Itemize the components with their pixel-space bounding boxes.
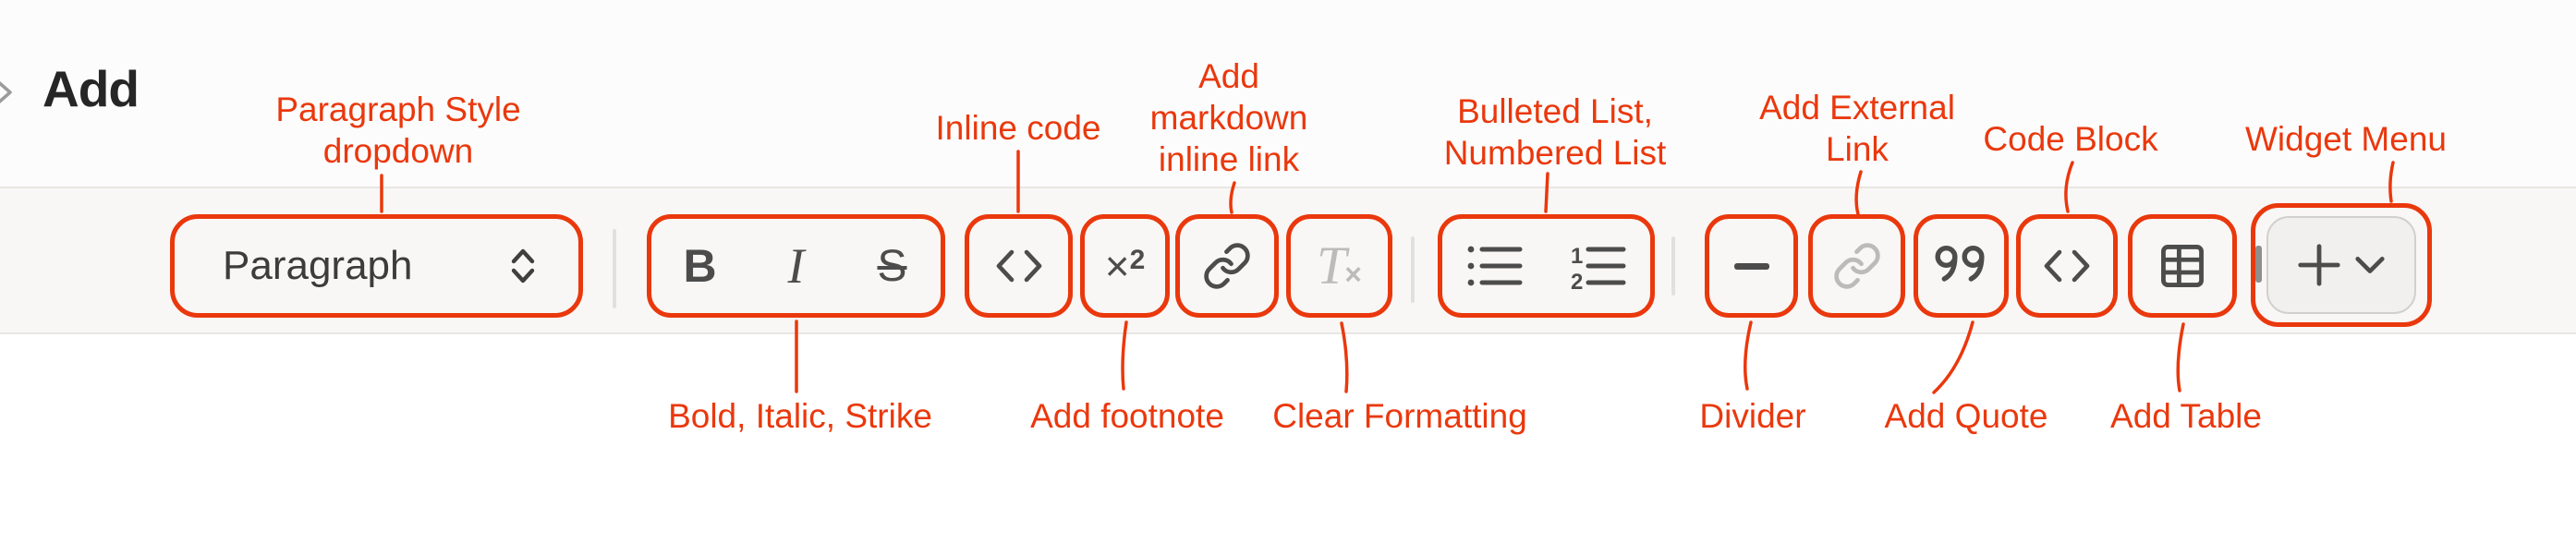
divider-button[interactable] (1709, 219, 1793, 313)
bulleted-list-button[interactable] (1443, 219, 1547, 313)
annotation-clear-formatting: Clear Formatting (1272, 397, 1527, 435)
annotation-divider: Divider (1699, 397, 1806, 435)
svg-text:1: 1 (1571, 244, 1583, 269)
annotation-code-block: Code Block (1983, 120, 2158, 158)
annotation-add-footnote: Add footnote (1030, 397, 1224, 435)
toolbar-separator (1671, 236, 1675, 296)
annotation-paragraph-style-dropdown: Paragraph Style dropdown (275, 90, 521, 170)
strikethrough-button[interactable]: S (844, 219, 941, 313)
bold-icon: B (683, 240, 717, 292)
table-highlight (2128, 214, 2237, 318)
numbered-list-icon: 1 2 (1571, 244, 1625, 289)
bold-italic-strike-highlight: B I S (647, 214, 945, 318)
numbered-list-button[interactable]: 1 2 (1547, 219, 1650, 313)
plus-icon (2298, 244, 2340, 286)
header-area (0, 0, 2576, 187)
add-footnote-button[interactable]: ×2 (1085, 219, 1165, 313)
toolbar-separator (1411, 236, 1415, 303)
annotation-add-quote: Add Quote (1884, 397, 2048, 435)
link-icon (1204, 243, 1250, 289)
code-brackets-icon (996, 249, 1041, 283)
collapse-chevron-icon[interactable] (0, 76, 16, 109)
add-table-button[interactable] (2132, 219, 2232, 313)
horizontal-rule-icon (1733, 262, 1769, 270)
divider-highlight (1705, 214, 1798, 318)
toolbar-drag-handle[interactable] (2255, 246, 2262, 283)
paragraph-style-value: Paragraph (223, 243, 413, 288)
clear-formatting-icon: T× (1317, 235, 1362, 296)
clear-formatting-button[interactable]: T× (1291, 219, 1388, 313)
annotation-add-external-link: Add External Link (1759, 89, 1955, 168)
lists-highlight: 1 2 (1438, 214, 1655, 318)
annotation-inline-code: Inline code (935, 109, 1101, 147)
blockquote-icon (1934, 245, 1985, 282)
bulleted-list-icon (1467, 246, 1522, 286)
annotation-widget-menu: Widget Menu (2245, 120, 2447, 158)
svg-text:2: 2 (1571, 270, 1583, 289)
chevron-down-icon (2355, 257, 2385, 273)
link-disabled-icon (1833, 243, 1880, 289)
inline-code-highlight (965, 214, 1073, 318)
clear-formatting-highlight: T× (1286, 214, 1392, 318)
superscript-icon: ×2 (1104, 242, 1146, 290)
bold-button[interactable]: B (652, 219, 748, 313)
annotation-bold-italic-strike: Bold, Italic, Strike (668, 397, 932, 435)
strikethrough-icon: S (877, 241, 907, 291)
code-block-button[interactable] (2021, 219, 2113, 313)
widget-menu-highlight (2251, 203, 2432, 327)
code-brackets-icon (2044, 249, 2090, 283)
footnote-highlight: ×2 (1080, 214, 1170, 318)
italic-button[interactable]: I (748, 219, 844, 313)
annotation-add-table: Add Table (2110, 397, 2262, 435)
paragraph-style-dropdown[interactable]: Paragraph (175, 219, 578, 313)
select-chevrons-icon (511, 248, 535, 284)
add-quote-button[interactable] (1918, 219, 2004, 313)
table-icon (2161, 245, 2204, 287)
code-block-highlight (2016, 214, 2118, 318)
inline-code-button[interactable] (969, 219, 1068, 313)
page-title: Add (43, 60, 140, 117)
add-inline-link-button[interactable] (1180, 219, 1274, 313)
quote-highlight (1914, 214, 2009, 318)
italic-icon: I (787, 238, 805, 294)
annotation-add-markdown-inline-link: Add markdown inline link (1149, 57, 1308, 178)
external-link-highlight (1808, 214, 1905, 318)
toolbar-separator (613, 229, 616, 308)
paragraph-style-highlight: Paragraph (170, 214, 583, 318)
annotation-bulleted-numbered-list: Bulleted List, Numbered List (1443, 92, 1667, 172)
widget-menu-button[interactable] (2266, 216, 2416, 314)
add-external-link-button[interactable] (1813, 219, 1901, 313)
inline-link-highlight (1175, 214, 1279, 318)
